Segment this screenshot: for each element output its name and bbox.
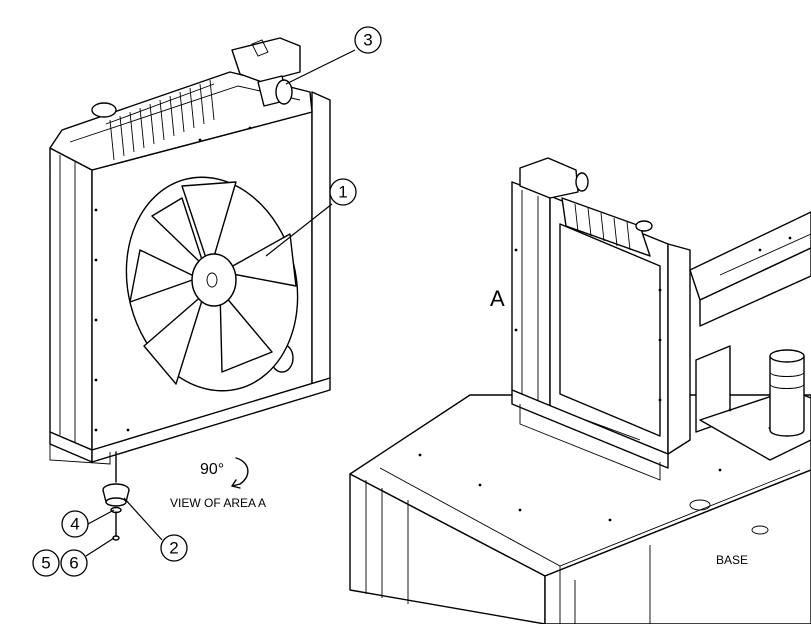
leader-1 [265,203,333,257]
leader-2 [123,497,163,541]
fan-hub [191,253,237,307]
callout-1: 1 [329,178,357,206]
svg-text:3: 3 [363,31,372,50]
callout-2: 2 [160,534,188,562]
callout-6: 6 [60,549,88,577]
top-tank-fins [105,79,215,161]
rotation-arrow-icon [231,457,249,487]
base-frame [349,394,811,624]
isolator-mount [102,483,130,507]
installed-view: BASE [349,157,811,624]
leader-3 [285,49,356,85]
filler-cap [91,102,117,118]
base-label: BASE [716,553,748,567]
rotation-label: 90° [200,461,224,478]
callout-3: 3 [354,26,382,54]
svg-text:6: 6 [69,554,78,573]
svg-text:5: 5 [41,554,50,573]
air-cleaner-canister [769,349,805,437]
upper-outlet-pipe [231,37,301,107]
area-letter: A [490,286,505,311]
leader-4 [87,509,115,525]
callout-4: 4 [61,510,89,538]
svg-text:2: 2 [169,539,178,558]
rivet-dots [94,126,252,432]
radiator-installed [511,157,691,481]
callout-5: 5 [32,549,60,577]
leader-5-6 [85,537,115,557]
svg-text:4: 4 [70,515,79,534]
svg-text:1: 1 [338,183,347,202]
radiator-assembly-detail [49,37,331,541]
view-caption: VIEW OF AREA A [170,496,266,510]
